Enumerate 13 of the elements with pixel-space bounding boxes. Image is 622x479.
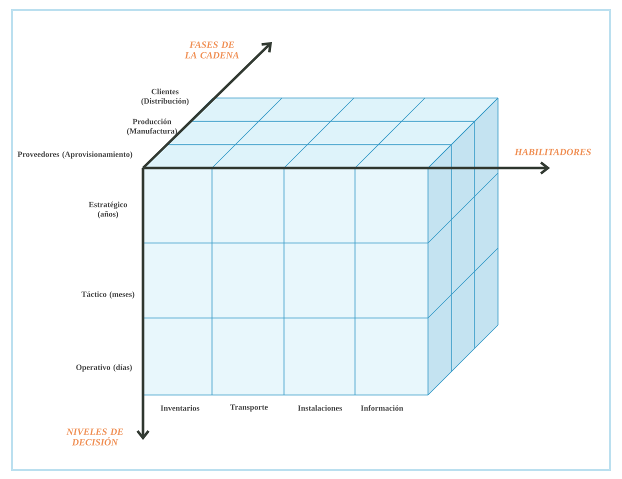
axis-title: NIVELES DE DECISIÓN xyxy=(66,428,124,446)
axis-label: Información xyxy=(360,405,404,411)
axis-label: Inventarios xyxy=(160,405,200,411)
axis-label: Proveedores (Aprovisionamiento) xyxy=(18,151,132,159)
axis-title: FASES DE LA CADENA xyxy=(184,42,239,58)
axis-label: Instalaciones xyxy=(298,405,342,411)
axis-label: Producción (Manufactura) xyxy=(127,118,177,136)
axis-label: Transporte xyxy=(230,404,268,412)
axis-label: Operativo (días) xyxy=(76,364,132,372)
axis-label: Clientes (Distribución) xyxy=(141,88,189,106)
axis-title: HABILITADORES xyxy=(514,148,591,156)
axis-label: Táctico (meses) xyxy=(81,291,134,299)
axis-label: Estratégico (años) xyxy=(88,202,128,218)
